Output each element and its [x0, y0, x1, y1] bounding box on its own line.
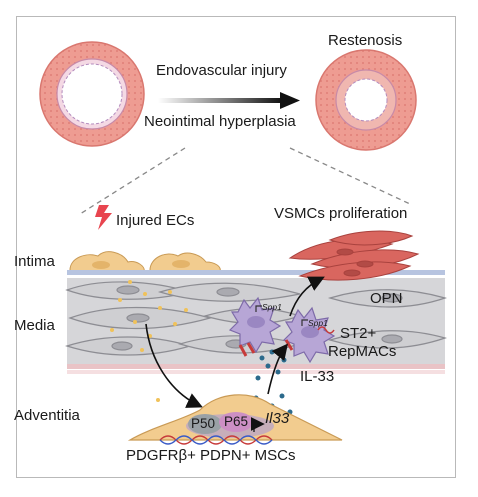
st2-macrophage-cells [228, 296, 336, 364]
msc-label: PDGFRβ+ PDPN+ MSCs [126, 447, 296, 464]
neointimal-hyperplasia-label: Neointimal hyperplasia [144, 113, 296, 130]
vsmcs-proliferation-label: VSMCs proliferation [274, 205, 408, 222]
figure-frame [16, 16, 456, 478]
intima-label: Intima [14, 253, 55, 270]
opn-arrow [289, 276, 325, 317]
media-label: Media [14, 317, 55, 334]
msc-cell [127, 394, 343, 445]
zoom-line-right [289, 147, 411, 205]
il33-gene-label: Il33 [265, 410, 290, 427]
proliferating-vsmcs [288, 230, 420, 281]
st2-receptors [238, 339, 294, 357]
adventitia-label: Adventitia [14, 407, 80, 424]
dna-strand-icon [317, 326, 335, 334]
normal-vessel-icon [39, 41, 145, 147]
endovascular-injury-label: Endovascular injury [156, 62, 287, 79]
il33-arrow [267, 343, 288, 395]
restenosis-label: Restenosis [328, 32, 403, 49]
signal-arrow-to-msc [145, 323, 203, 408]
ec-derived-particles [110, 280, 188, 402]
opn-label: OPN [370, 290, 403, 307]
spp1-promoter-icon [255, 305, 262, 312]
injured-endothelial-cells [69, 251, 221, 273]
progression-arrow [158, 92, 300, 109]
spp1-label-a: Spp1 [262, 302, 282, 312]
spp1-label-b: Spp1 [308, 318, 328, 328]
restenosis-vessel-icon [315, 49, 417, 151]
il33-protein-label: IL-33 [300, 368, 335, 385]
repmacs-label: RepMACs [328, 343, 397, 360]
zoom-line-left [79, 147, 186, 215]
p65-label: P65 [224, 414, 249, 429]
injured-ecs-label: Injured ECs [116, 212, 195, 229]
st2-label: ST2+ [340, 325, 377, 342]
p50-label: P50 [191, 416, 216, 431]
spp1-promoter-icon [301, 319, 308, 326]
injury-bolt-icon [95, 205, 112, 230]
